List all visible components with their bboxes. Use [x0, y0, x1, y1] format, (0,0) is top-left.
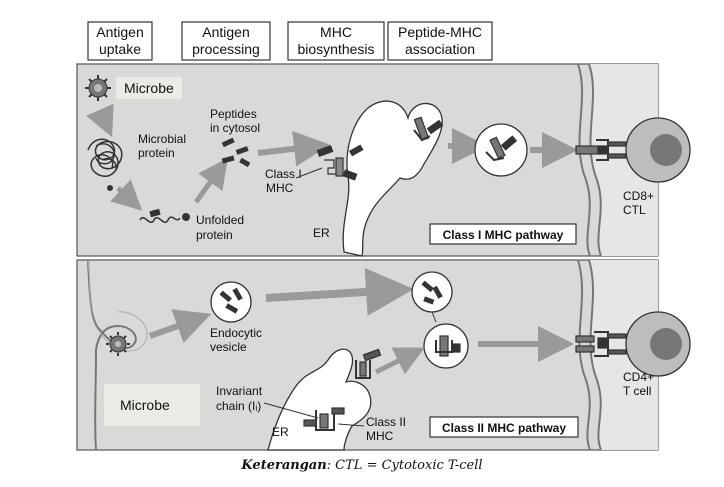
header-antigen-uptake: Antigen uptake — [87, 21, 153, 61]
er-label: ER — [313, 226, 330, 240]
class-1-mhc-line-2: MHC — [266, 181, 294, 195]
cd4-t-cell-icon — [625, 311, 691, 377]
class-2-surface-mhc-icon — [575, 331, 627, 357]
unfolded-protein-line-2: protein — [196, 228, 233, 242]
class-2-panel: Microbe Endocytic vesicle — [76, 259, 691, 451]
unfolded-protein-line-1: Unfolded — [196, 213, 244, 227]
endocytic-vesicle — [210, 281, 252, 323]
microbial-protein-icon — [87, 138, 123, 177]
peptide-fragments-icon — [221, 137, 251, 168]
cd4-line-1: CD4+ — [623, 370, 654, 384]
class-2-microbe-icon — [106, 332, 130, 356]
cd8-line-2: CTL — [623, 203, 646, 217]
peptides-line-2: in cytosol — [210, 121, 260, 135]
caption-bold: Keterangan — [241, 458, 327, 473]
caption-rest: : CTL = Cytotoxic T-cell — [326, 458, 483, 473]
cd8-ctl-icon — [625, 117, 691, 183]
vesicle-mhc-icon — [485, 135, 518, 162]
endocytic-line-2: vesicle — [210, 340, 247, 354]
microbe-label: Microbe — [124, 80, 174, 96]
class-2-pathway-box — [429, 416, 579, 438]
cd4-line-2: T cell — [623, 384, 651, 398]
left-cell-membrane — [87, 259, 137, 451]
header-4-line-1: Peptide-MHC — [398, 24, 482, 40]
header-antigen-processing: Antigen processing — [181, 21, 271, 61]
fusion-mhc-icon — [435, 335, 461, 357]
microbial-protein-line-1: Microbial — [138, 132, 186, 146]
header-mhc-biosynthesis: MHC biosynthesis — [287, 21, 385, 61]
header-peptide-mhc-association: Peptide-MHC association — [387, 21, 493, 61]
endocytic-line-1: Endocytic — [210, 326, 262, 340]
header-1-line-2: uptake — [99, 41, 141, 57]
class-1-mhc-icon — [316, 116, 444, 181]
microbe-label-bg — [116, 77, 182, 99]
cd8-line-1: CD8+ — [623, 189, 654, 203]
class-2-mhc-pointer — [337, 423, 365, 427]
endocytic-fragments-icon — [219, 287, 243, 314]
class-1-panel: Microbe Microbial protein Unfolded prote… — [76, 63, 691, 257]
class-2-mhc-line-1: Class II — [366, 415, 406, 429]
microbe-icon — [85, 75, 111, 101]
invariant-line-1: Invariant — [216, 384, 263, 398]
class-2-mhc-icon — [303, 348, 382, 431]
class-2-pathway-label: Class II MHC pathway — [442, 421, 566, 435]
peptides-line-1: Peptides — [210, 107, 257, 121]
class-1-mhc-pointer — [295, 167, 323, 179]
header-1-line-1: Antigen — [96, 24, 143, 40]
class-1-mhc-line-1: Class I — [265, 167, 302, 181]
fusion-vesicle-top — [411, 271, 453, 313]
caption: Keterangan: CTL = Cytotoxic T-cell — [0, 458, 724, 473]
header-4-line-2: association — [405, 41, 475, 57]
microbial-protein-line-2: protein — [138, 146, 175, 160]
fusion-vesicle-fragments-icon — [421, 280, 443, 305]
invariant-pointer — [263, 402, 319, 419]
header-3-line-1: MHC — [320, 24, 352, 40]
header-2-line-1: Antigen — [202, 24, 249, 40]
header-2-line-2: processing — [192, 41, 260, 57]
class-2-microbe-label-bg — [104, 384, 200, 426]
header-3-line-2: biosynthesis — [297, 41, 374, 57]
protein-tag-dot — [107, 185, 113, 191]
er-shape — [342, 100, 443, 257]
unfolded-protein-icon — [139, 208, 190, 223]
class-2-er-label: ER — [272, 425, 289, 439]
class-2-mhc-line-2: MHC — [366, 429, 394, 443]
invariant-line-2: chain (Iᵢ) — [216, 399, 261, 413]
class-2-microbe-label: Microbe — [120, 397, 170, 413]
class-1-pathway-box — [429, 223, 577, 245]
class-1-pathway-label: Class I MHC pathway — [443, 228, 564, 242]
